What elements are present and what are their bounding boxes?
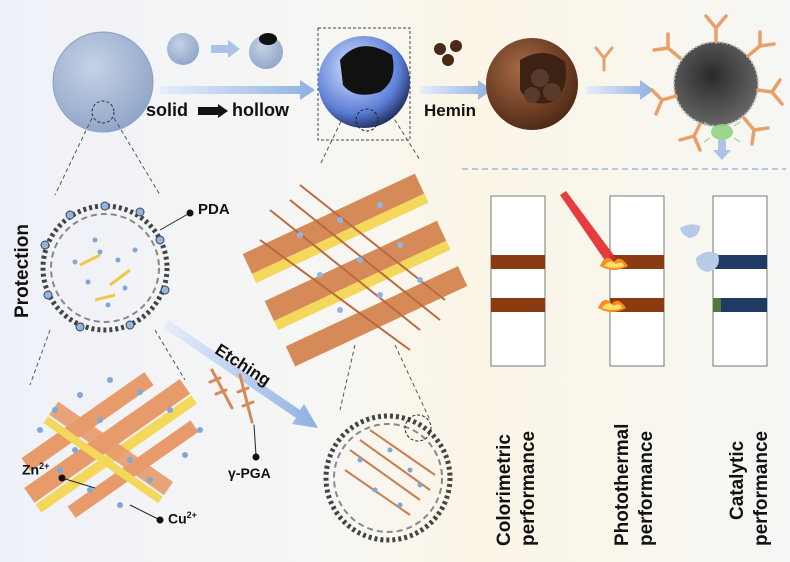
hemin-loaded-sphere xyxy=(486,38,578,130)
etched-lattice xyxy=(242,173,468,367)
label-hemin: Hemin xyxy=(424,101,476,120)
hollow-framework-ring xyxy=(323,413,453,543)
process-arrow-1 xyxy=(160,80,315,100)
droplet-icon xyxy=(680,224,719,272)
small-solid-sphere-icon xyxy=(167,33,199,65)
hollow-sphere-frame xyxy=(317,27,411,141)
bacteria-icon xyxy=(703,121,741,143)
label-solid: solid xyxy=(146,100,189,120)
label-cu: Cu2+ xyxy=(168,510,197,527)
zn-superscript: 2+ xyxy=(39,461,50,471)
black-arrow-icon xyxy=(198,104,228,118)
label-photothermal-performance: performance xyxy=(636,430,657,546)
test-strip-photothermal xyxy=(609,195,665,367)
label-colorimetric: Colorimetric xyxy=(494,434,515,546)
label-photothermal: Photothermal xyxy=(612,423,633,546)
cu-text: Cu xyxy=(168,510,187,527)
hemin-particles-icon xyxy=(434,40,462,66)
pga-pointer xyxy=(252,453,260,461)
solid-zif-sphere xyxy=(52,31,154,133)
zoom-lines xyxy=(29,89,431,421)
label-colorimetric-performance: performance xyxy=(518,430,539,546)
test-strip-colorimetric xyxy=(490,195,546,367)
pda-protected-framework xyxy=(40,201,194,333)
pga-strands-icon xyxy=(208,368,257,456)
hollow-zif-sphere xyxy=(318,36,410,132)
small-arrow-icon xyxy=(211,40,240,58)
process-arrow-3 xyxy=(586,80,654,100)
test-strip-catalytic xyxy=(712,195,768,367)
label-hollow: hollow xyxy=(232,100,289,120)
label-protection: Protection xyxy=(12,224,33,318)
label-pga: γ-PGA xyxy=(228,465,271,481)
cu-zn-framework xyxy=(21,372,203,524)
process-arrow-2 xyxy=(420,80,492,100)
down-arrow-icon xyxy=(713,140,731,160)
small-hollow-sphere-icon xyxy=(249,33,283,69)
label-catalytic-performance: performance xyxy=(751,430,772,546)
antibody-icon xyxy=(594,46,614,72)
label-catalytic: Catalytic xyxy=(727,440,748,520)
label-zn: Zn2+ xyxy=(22,461,49,478)
cu-superscript: 2+ xyxy=(186,510,197,520)
label-pda: PDA xyxy=(198,201,230,218)
laser-icon xyxy=(560,191,616,262)
flame-icon xyxy=(598,257,628,312)
zn-text: Zn xyxy=(22,461,40,478)
